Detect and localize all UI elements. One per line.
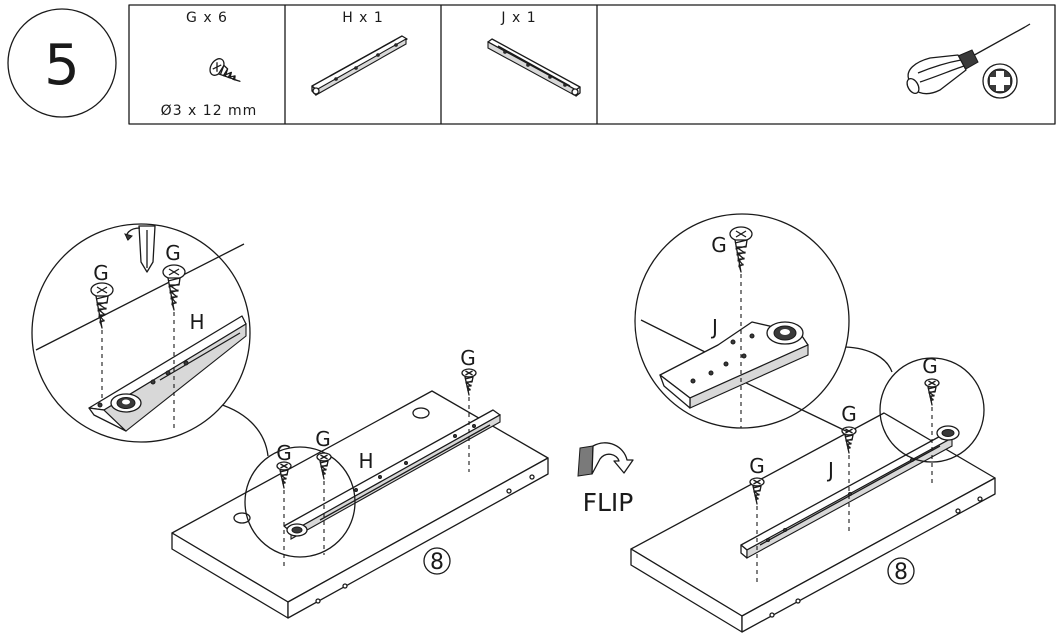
phillips-screwdriver-icon bbox=[906, 23, 1031, 99]
hardware-label: H x 1 bbox=[342, 10, 384, 26]
callout-screw-g: G bbox=[165, 241, 181, 265]
callout-screw-g: G bbox=[711, 233, 727, 257]
drawer-slide-rail-h-icon bbox=[311, 35, 408, 96]
callout-screw-g: G bbox=[841, 402, 857, 426]
callout-screw-g: G bbox=[315, 427, 331, 451]
zoom-leader bbox=[211, 401, 269, 457]
zoom-target-circle bbox=[879, 357, 985, 463]
panel-side-edge bbox=[287, 457, 549, 619]
flip-arrow-icon bbox=[577, 442, 634, 477]
callout-screw-g: G bbox=[93, 261, 109, 285]
flip-label: FLIP bbox=[583, 488, 634, 517]
callout-rail-j: J bbox=[710, 315, 718, 339]
screwdriver-tip-icon bbox=[124, 225, 156, 273]
callout-screw-g: G bbox=[460, 346, 476, 370]
wood-screw-icon bbox=[209, 58, 241, 82]
flip-indicator: FLIP bbox=[577, 442, 634, 517]
zoom-target-circle bbox=[244, 446, 356, 558]
left-assembly-view: G G G H bbox=[31, 223, 549, 619]
callout-screw-g: G bbox=[749, 454, 765, 478]
callout-screw-g: G bbox=[922, 354, 938, 378]
panel-number: 8 bbox=[430, 550, 444, 575]
hardware-size: Ø3 x 12 mm bbox=[161, 103, 258, 119]
hardware-item-j: J x 1 bbox=[487, 10, 581, 97]
panel-number-badge: 8 bbox=[887, 557, 915, 585]
screw-icon bbox=[924, 378, 940, 406]
callout-rail-h: H bbox=[189, 310, 204, 334]
panel-number-badge: 8 bbox=[423, 547, 451, 575]
hardware-table: G x 6 Ø3 x 12 mm H x 1 bbox=[128, 4, 1056, 125]
hardware-table-frame bbox=[128, 4, 1056, 125]
zoom-detail-left: G G H bbox=[31, 223, 251, 443]
step-circle bbox=[7, 8, 117, 118]
hardware-item-h: H x 1 bbox=[311, 10, 408, 96]
hardware-label: J x 1 bbox=[500, 10, 536, 26]
panel-side-edge bbox=[741, 477, 996, 633]
step-badge: 5 bbox=[7, 8, 117, 118]
drawer-slide-rail-j-icon bbox=[487, 38, 581, 97]
callout-rail-h: H bbox=[358, 449, 373, 473]
rail-wheel bbox=[286, 523, 308, 537]
callout-screw-g: G bbox=[276, 441, 292, 465]
screw-icon bbox=[461, 368, 477, 396]
hardware-item-g: G x 6 Ø3 x 12 mm bbox=[161, 10, 258, 119]
zoom-detail-right: G J bbox=[634, 213, 850, 433]
hardware-label: G x 6 bbox=[186, 10, 228, 26]
zoom-leader bbox=[844, 346, 893, 373]
step-number: 5 bbox=[44, 33, 80, 98]
rail-wheel bbox=[936, 425, 960, 441]
right-assembly-view: G G G J G J 8 bbox=[630, 213, 996, 633]
panel-number: 8 bbox=[894, 560, 908, 585]
callout-rail-j: J bbox=[826, 458, 834, 482]
